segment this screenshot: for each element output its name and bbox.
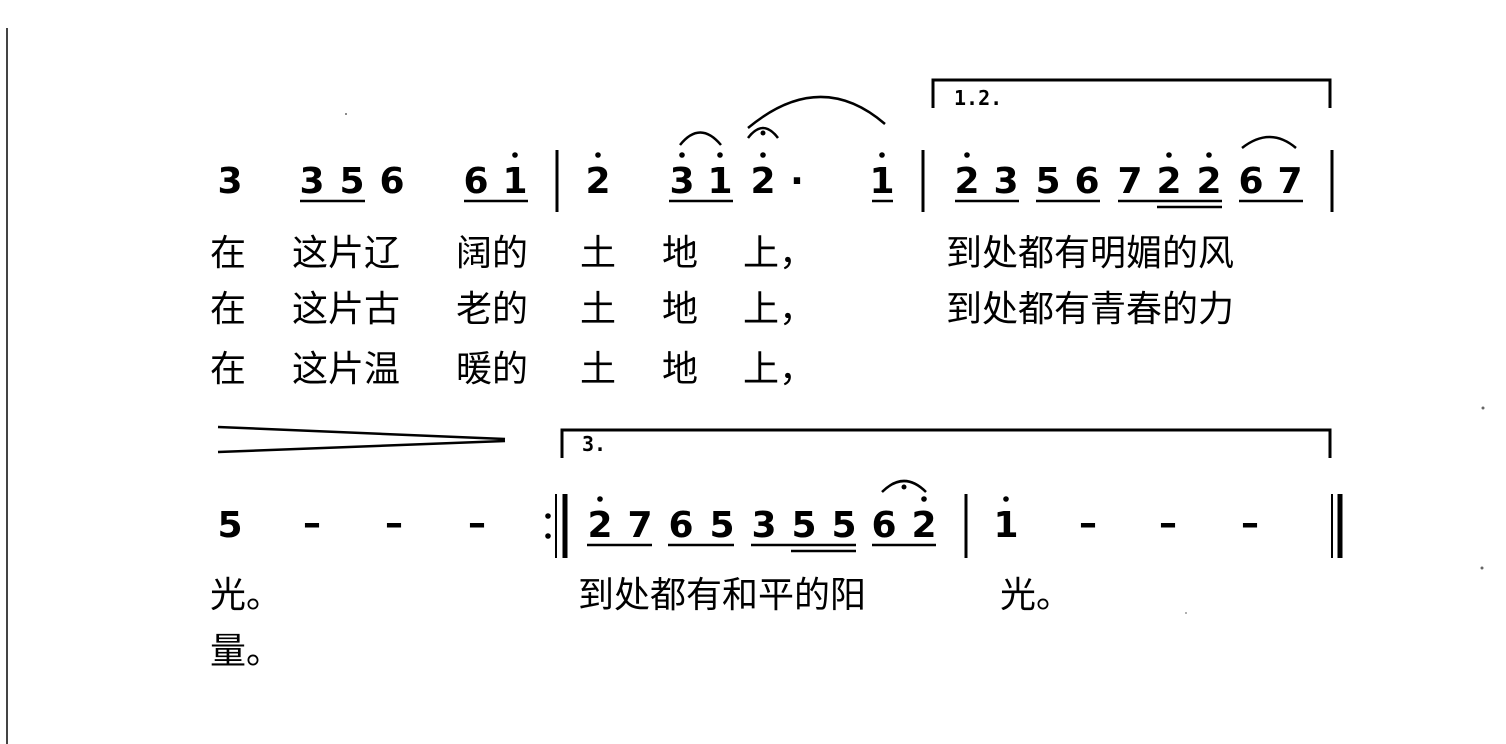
note: 1 <box>707 161 733 202</box>
page-edge-line <box>6 28 8 744</box>
extension-dash: – <box>385 503 403 544</box>
repeat-dot <box>545 533 551 539</box>
lyric: 量。 <box>210 631 283 672</box>
extension-dash: – <box>1159 503 1177 544</box>
note: 1 <box>869 161 895 202</box>
note: 7 <box>1117 161 1143 202</box>
lyric: 到处都有青春的力 <box>946 289 1235 330</box>
note: 3 <box>751 505 777 546</box>
note: 2 <box>587 505 613 546</box>
lyric: 上， <box>743 349 816 390</box>
note: 3 <box>993 161 1019 202</box>
note: 6 <box>668 505 694 546</box>
lyric: 在 <box>210 233 247 274</box>
octave-dot <box>964 152 970 158</box>
ending-bracket <box>560 428 1332 458</box>
lyric: 到处都有和平的阳 <box>578 575 867 616</box>
first-ending-label: 1.2. <box>954 86 1003 110</box>
fermata-arc <box>747 126 779 139</box>
note: 5 <box>791 505 817 546</box>
note: 7 <box>627 505 653 546</box>
lyric: 光。 <box>210 575 283 616</box>
extension-dash: – <box>468 503 486 544</box>
lyric: 暖的 <box>456 349 529 390</box>
note: 6 <box>1238 161 1264 202</box>
third-ending-label: 3. <box>582 432 607 456</box>
fermata-arc <box>881 479 927 493</box>
octave-dot <box>595 152 601 158</box>
lyric: 光。 <box>1000 575 1073 616</box>
octave-dot <box>879 152 885 158</box>
extension-dash: – <box>303 503 321 544</box>
note: 2 <box>585 161 611 202</box>
octave-dot <box>921 496 927 502</box>
fermata-dot <box>760 130 766 136</box>
note: 7 <box>1277 161 1303 202</box>
note: 1 <box>993 505 1019 546</box>
ending-bracket <box>931 78 1332 108</box>
octave-dot <box>1166 152 1172 158</box>
lyric: 在 <box>210 289 247 330</box>
octave-dot <box>679 152 685 158</box>
lyric: 上， <box>743 233 816 274</box>
lyric: 这片温 <box>292 349 401 390</box>
slur <box>679 131 722 146</box>
lyric: 到处都有明媚的风 <box>946 233 1235 274</box>
lyric: 土 <box>580 289 617 330</box>
fermata-dot <box>901 484 907 490</box>
lyric: 上， <box>743 289 816 330</box>
note: 3 <box>217 161 243 202</box>
lyric: 地 <box>662 233 699 274</box>
octave-dot <box>1206 152 1212 158</box>
note: 6 <box>463 161 489 202</box>
lyric: 土 <box>580 233 617 274</box>
note: 5 <box>1035 161 1061 202</box>
note: 2 <box>1196 161 1222 202</box>
note: 5 <box>339 161 365 202</box>
lyric: 土 <box>580 349 617 390</box>
octave-dot <box>512 152 518 158</box>
octave-dot <box>760 152 766 158</box>
note: 3 <box>669 161 695 202</box>
note: 5 <box>217 505 243 546</box>
note: 2 <box>1156 161 1182 202</box>
note: 5 <box>831 505 857 546</box>
lyric: 阔的 <box>456 233 529 274</box>
note: 2 <box>911 505 937 546</box>
tie <box>747 95 886 129</box>
note: 6 <box>379 161 405 202</box>
scan-speck <box>1481 406 1485 410</box>
lyric: 在 <box>210 349 247 390</box>
lyric: 这片古 <box>292 289 401 330</box>
note: 6 <box>1074 161 1100 202</box>
decrescendo <box>217 439 506 454</box>
lyric: 地 <box>662 289 699 330</box>
note: 6 <box>871 505 897 546</box>
slur <box>1241 135 1297 149</box>
repeat-dot <box>545 513 551 519</box>
note: 2 <box>750 161 776 202</box>
scan-speck <box>1480 566 1484 570</box>
scan-speck <box>345 113 347 115</box>
dotted-note-dot: · <box>790 161 804 202</box>
lyric: 地 <box>662 349 699 390</box>
octave-dot <box>717 152 723 158</box>
lyric: 这片辽 <box>292 233 401 274</box>
scan-speck <box>1185 612 1187 614</box>
extension-dash: – <box>1079 503 1097 544</box>
note: 5 <box>709 505 735 546</box>
octave-dot <box>597 496 603 502</box>
octave-dot <box>1003 496 1009 502</box>
note: 3 <box>299 161 325 202</box>
decrescendo <box>217 425 506 441</box>
note: 1 <box>502 161 528 202</box>
extension-dash: – <box>1241 503 1259 544</box>
note: 2 <box>954 161 980 202</box>
lyric: 老的 <box>456 289 529 330</box>
